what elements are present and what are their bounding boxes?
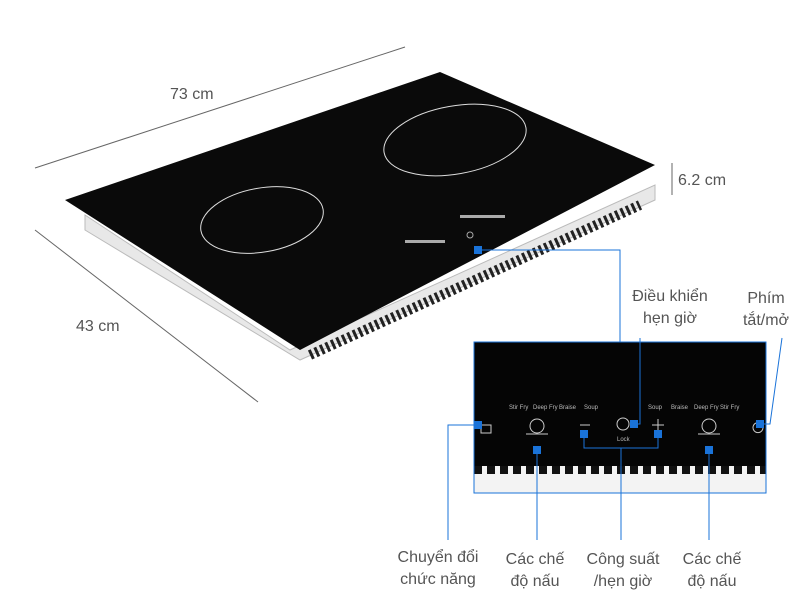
zoom-frame xyxy=(473,341,767,494)
width-dimension-line xyxy=(34,46,406,169)
function-switch-callout: Chuyển đổi chức năng xyxy=(397,549,479,588)
width-label: 73 cm xyxy=(170,86,214,103)
lock-label: Lock xyxy=(615,437,632,443)
mode-label: Deep Fry xyxy=(694,405,719,411)
mode-label: Soup xyxy=(648,405,663,411)
control-panel-zoom xyxy=(474,342,766,466)
power-timer-callout: Công suất /hẹn giờ xyxy=(586,551,660,590)
mode-label: Braise xyxy=(671,405,689,411)
left-zone xyxy=(200,186,324,254)
cook-modes-right-callout: Các chế độ nấu xyxy=(682,551,742,590)
cook-modes-left-callout: Các chế độ nấu xyxy=(505,551,565,590)
mode-label: Stir Fry xyxy=(720,405,740,411)
panel-grill xyxy=(474,466,766,493)
left-mode-button xyxy=(529,418,545,434)
plus-icon xyxy=(652,419,664,431)
mode-label: Soup xyxy=(584,405,599,411)
clock-icon xyxy=(616,417,630,431)
depth-dimension-line xyxy=(34,229,259,403)
height-label: 6.2 cm xyxy=(678,172,727,189)
right-mode-button xyxy=(701,418,717,434)
vent-grill xyxy=(307,200,643,360)
mode-label: Braise xyxy=(559,405,577,411)
mode-label: Deep Fry xyxy=(533,405,558,411)
power-key-callout: Phím tắt/mở xyxy=(742,290,790,329)
right-zone xyxy=(383,103,527,177)
timer-control-callout: Điều khiển hẹn giờ xyxy=(632,288,708,327)
depth-label: 43 cm xyxy=(76,318,120,335)
mode-label: Stir Fry xyxy=(509,405,529,411)
glass-top xyxy=(65,72,655,350)
control-strip xyxy=(405,215,505,243)
